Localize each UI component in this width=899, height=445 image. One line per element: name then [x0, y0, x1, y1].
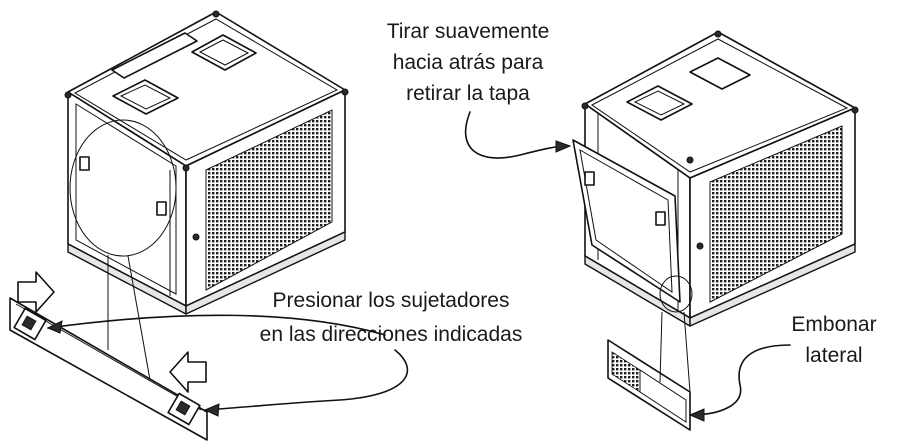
right-front-panel-tilted [572, 139, 681, 303]
left-cabinet [64, 10, 349, 315]
label-pull-back-line-1: Tirar suavemente [387, 20, 550, 43]
left-top-vent-slot [111, 32, 198, 79]
left-top-vent-square-1 [191, 34, 257, 71]
leader-pull-back [464, 111, 569, 159]
label-pull-back-line-3: retirar la tapa [406, 82, 530, 105]
label-pull-back-line-2: hacia atrás para [393, 51, 544, 74]
label-press-fasteners-line-1: Presionar los sujetadores [273, 289, 510, 312]
right-zoom-circle [659, 275, 693, 313]
right-cabinet-side-mesh [709, 125, 843, 303]
right-detail-rail [607, 311, 691, 431]
leader-press-bottom [204, 349, 409, 411]
right-top-vent-2 [689, 57, 751, 90]
right-top-vent-1 [626, 85, 693, 121]
label-snap-side-line-2: lateral [805, 344, 862, 367]
leader-press-top [47, 314, 386, 336]
left-top-vent-square-2 [112, 79, 179, 115]
leader-snap-side [689, 344, 791, 416]
right-panel-latch-bottom [655, 211, 666, 226]
label-snap-side-line-1: Embonar [791, 313, 876, 336]
left-cabinet-side-mesh [205, 109, 333, 291]
right-cabinet [572, 30, 859, 327]
label-press-fasteners-line-2: en las direcciones indicadas [260, 323, 523, 346]
press-arrow-right [17, 271, 55, 313]
left-detail-panel [9, 255, 208, 441]
left-zoom-circle [69, 119, 177, 257]
press-arrow-left [169, 351, 207, 393]
left-door-latch-bottom [156, 201, 167, 216]
left-door-latch-top [79, 156, 90, 171]
right-panel-latch-top [584, 171, 595, 186]
